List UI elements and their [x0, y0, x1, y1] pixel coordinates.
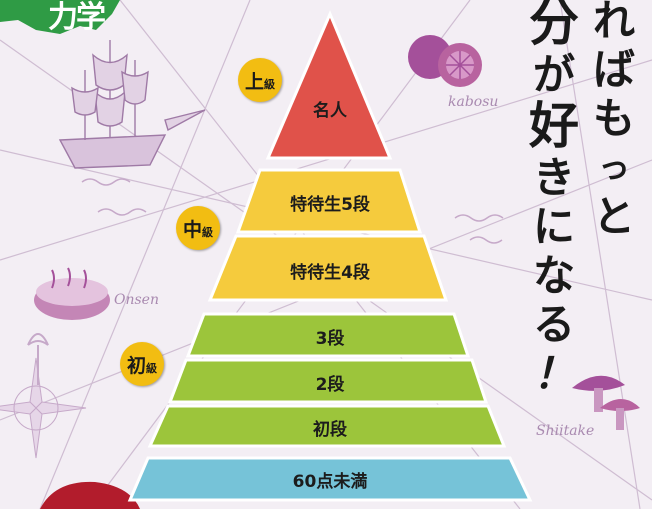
- tier-label-dan2: 2段: [315, 375, 345, 395]
- headline-char: れ: [592, 0, 635, 45]
- tier-dan2-block: [167, 358, 489, 404]
- corner-logo: 力学: [48, 0, 106, 35]
- headline-column-left: 分 が 好 き に な る ！: [524, 0, 584, 398]
- headline-column-right: れ ば も っ と: [584, 0, 644, 241]
- tier-tokutai4-block: [207, 234, 449, 302]
- badge-middle-big: 中: [182, 218, 202, 241]
- badge-upper-small: 級: [264, 77, 275, 91]
- compass-rose-icon: [0, 357, 87, 459]
- headline-char: と: [592, 192, 635, 241]
- tier-meijin-block: [265, 10, 393, 160]
- map-label-onsen: Onsen: [114, 292, 159, 308]
- wax-seal-icon: [40, 481, 140, 509]
- tier-label-meijin: 名人: [313, 101, 347, 121]
- headline-char: ！: [532, 349, 575, 398]
- badge-beginner-big: 初: [126, 354, 146, 377]
- headline-char: き: [532, 153, 575, 202]
- landmass-shape: [0, 0, 120, 34]
- shiitake-icon: [572, 375, 640, 430]
- badge-middle-level: 中級: [176, 206, 220, 250]
- wave-lines: [81, 178, 504, 244]
- tier-label-tokutai4: 特待生4段: [290, 263, 370, 283]
- tier-tokutai5-block: [235, 168, 423, 234]
- headline-char: が: [532, 50, 575, 99]
- tier-dan3-block: [185, 312, 471, 358]
- tier-label-tokutai5: 特待生5段: [290, 195, 370, 215]
- headline-char: っ: [597, 148, 630, 186]
- tier-label-shodan: 初段: [313, 420, 347, 440]
- badge-beginner-level: 初級: [120, 342, 164, 386]
- tier-under60-block: [127, 456, 533, 502]
- kabosu-fruit-icon: [408, 35, 482, 87]
- headline-char: る: [532, 300, 575, 349]
- badge-middle-small: 級: [202, 225, 213, 239]
- headline-char: も: [592, 94, 635, 143]
- onsen-icon: [34, 267, 110, 320]
- tier-label-under60: 60点未満: [292, 472, 368, 492]
- tier-shodan-block: [147, 404, 507, 448]
- badge-beginner-small: 級: [146, 361, 157, 375]
- headline-char: ば: [592, 45, 635, 94]
- badge-upper-big: 上: [244, 70, 264, 93]
- headline-char: な: [532, 251, 575, 300]
- fleur-ornament-icon: [27, 333, 49, 385]
- map-label-shiitake: Shiitake: [536, 423, 595, 439]
- tier-label-dan3: 3段: [315, 329, 345, 349]
- headline-char: 好: [529, 97, 579, 155]
- headline-char: 分: [529, 0, 579, 52]
- sailing-ship-icon: [58, 40, 206, 169]
- headline-char: に: [532, 202, 575, 251]
- map-label-kabosu: kabosu: [448, 94, 499, 110]
- badge-upper-level: 上級: [238, 58, 282, 102]
